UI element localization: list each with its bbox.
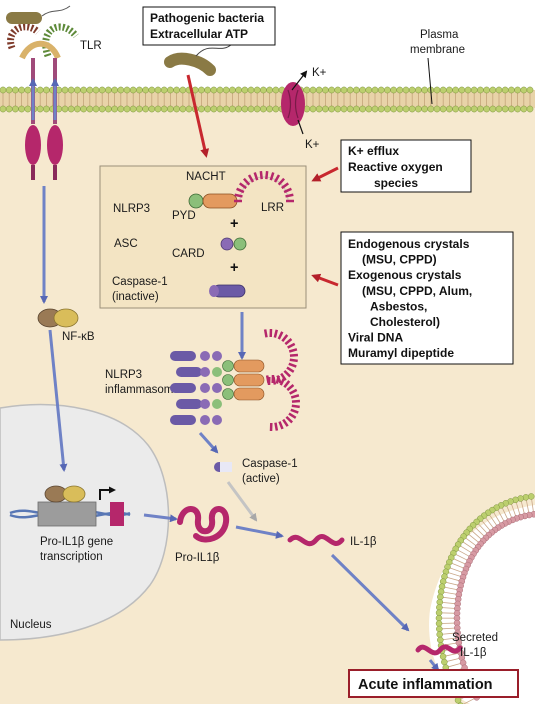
gene-label-2: transcription (40, 551, 103, 563)
k-efflux-arrow-red (311, 166, 339, 182)
gene-to-proil1b-arrow (143, 513, 178, 523)
crystals-arrow-red (311, 273, 339, 287)
nfkb-complex (37, 308, 79, 328)
plasma-membrane-label-2: membrane (410, 44, 465, 56)
pyd-label: PYD (172, 210, 196, 222)
caspase-active-label-1: Caspase-1 (242, 458, 298, 470)
secreted-label-2: IL-1β (460, 647, 487, 659)
tlr-label: TLR (80, 40, 102, 52)
caspase-active-protein (214, 462, 232, 472)
caspase-inactive-label-2: (inactive) (112, 291, 159, 303)
lrr-label: LRR (261, 202, 284, 214)
k-bottom-label: K+ (305, 139, 320, 151)
nfkb-label: NF-κB (62, 331, 95, 343)
k-top-label: K+ (312, 67, 327, 79)
crystals-line: Endogenous crystals (348, 237, 470, 251)
nucleus-label: Nucleus (10, 619, 52, 631)
k-efflux-line1: K+ efflux (348, 144, 399, 158)
proil1b-to-il1b-arrow (235, 525, 284, 539)
plasma-membrane (0, 86, 535, 113)
nlrp3-protein (188, 171, 294, 209)
crystals-line: Cholesterol) (370, 315, 440, 329)
nlrp3-label: NLRP3 (113, 203, 150, 215)
caspase-inactive-label-1: Caspase-1 (112, 276, 168, 288)
asc-label: ASC (114, 238, 138, 250)
pathogen-arrow (186, 74, 210, 158)
crystals-line: Muramyl dipeptide (348, 346, 454, 360)
nlrp3-inflammasome (170, 328, 301, 432)
asc-protein (220, 237, 247, 251)
k-efflux-line3: species (374, 176, 418, 190)
k-efflux-box: K+ efflux Reactive oxygen species (340, 139, 472, 193)
crystals-line: Viral DNA (348, 331, 403, 345)
crystals-line: Asbestos, (370, 299, 427, 313)
pro-il1b-protein (177, 506, 230, 543)
caspase-active-label-2: (active) (242, 473, 280, 485)
pro-il1b-label: Pro-IL1β (175, 552, 220, 564)
tlr-bacterium-icon (6, 5, 71, 24)
inflammasome-label-1: NLRP3 (105, 369, 142, 381)
dna-strand (9, 485, 131, 527)
pathogen-bacterium-icon (164, 43, 233, 76)
nfkb-to-nucleus-arrow (48, 329, 68, 472)
secreted-il1b-protein (415, 644, 463, 656)
pathogen-line2: Extracellular ATP (150, 27, 248, 41)
to-caspase-active-arrow (198, 431, 219, 454)
card-label: CARD (172, 248, 205, 260)
acute-inflammation-box: Acute inflammation (348, 669, 519, 698)
il1b-protein (287, 534, 345, 547)
secreted-label-1: Secreted (452, 632, 498, 644)
crystals-box: Endogenous crystals (MSU, CPPD)Exogenous … (340, 231, 514, 365)
gene-label-1: Pro-IL1β gene (40, 536, 113, 548)
nacht-label: NACHT (186, 171, 226, 183)
k-efflux-arrow (291, 70, 308, 91)
plasma-membrane-label-1: Plasma (420, 29, 459, 41)
pathogen-box: Pathogenic bacteria Extracellular ATP (142, 6, 276, 46)
crystals-line: Exogenous crystals (348, 268, 462, 282)
plus-2: + (230, 260, 238, 276)
k-efflux-line2: Reactive oxygen (348, 160, 443, 174)
caspase-cleavage-arrow (226, 481, 258, 522)
inflammasome-label-2: inflammasome (105, 384, 180, 396)
caspase-inactive-protein (209, 284, 246, 298)
plasma-membrane-pointer (427, 57, 433, 105)
il1b-label: IL-1β (350, 536, 377, 548)
nlrp3-components-box (99, 165, 307, 309)
acute-inflammation-label: Acute inflammation (358, 677, 493, 693)
crystals-line: (MSU, CPPD) (362, 253, 437, 267)
pathogen-line1: Pathogenic bacteria (150, 11, 264, 25)
secreted-to-inflammation-arrow (428, 659, 440, 672)
crystals-line: (MSU, CPPD, Alum, (362, 284, 472, 298)
k-in-line (297, 119, 304, 135)
il1b-secretion-arrow (330, 553, 410, 632)
plus-1: + (230, 216, 238, 232)
potassium-channel (281, 82, 305, 126)
tlr-receptor (7, 23, 79, 180)
